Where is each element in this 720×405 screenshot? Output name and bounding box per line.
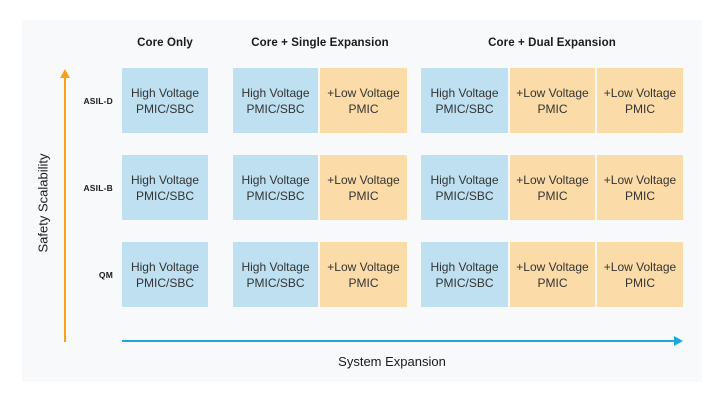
cell-text-line: +Low Voltage <box>603 259 677 274</box>
row-label-asil-d: ASIL-D <box>83 95 113 106</box>
cell-text-line: +Low Voltage <box>603 85 677 100</box>
cell-text-line: +Low Voltage <box>516 85 589 100</box>
cell-text-line: PMIC <box>537 188 568 203</box>
cell-text-line: PMIC/SBC <box>435 101 494 116</box>
cell-text-line: +Low Voltage <box>516 172 589 187</box>
cell-text-line: PMIC/SBC <box>135 188 194 203</box>
cell-text-line: High Voltage <box>241 259 310 274</box>
cell-text-line: High Voltage <box>130 85 200 100</box>
cell-text-line: PMIC/SBC <box>135 101 194 116</box>
up-arrow-icon <box>60 69 70 78</box>
cell-text-line: PMIC <box>625 101 655 116</box>
cell-text-line: PMIC <box>537 275 568 290</box>
cell-text-line: +Low Voltage <box>327 85 400 100</box>
cell-text-line: +Low Voltage <box>327 172 400 187</box>
cell-text-line: PMIC <box>537 101 568 116</box>
column-header-core-dual-expansion: Core + Dual Expansion <box>488 37 616 49</box>
cell-text-line: +Low Voltage <box>603 172 677 187</box>
column-header-core-only: Core Only <box>137 37 193 49</box>
cell-text-line: PMIC/SBC <box>435 275 494 290</box>
cell-text-line: PMIC <box>625 275 655 290</box>
row-label-qm: QM <box>98 269 113 280</box>
cell-text-line: PMIC <box>625 188 655 203</box>
right-arrow-icon <box>674 336 683 346</box>
x-axis-label: System Expansion <box>338 354 446 369</box>
cell-text-line: High Voltage <box>130 259 200 274</box>
cell-text-line: +Low Voltage <box>327 259 400 274</box>
cell-text-line: High Voltage <box>430 85 499 100</box>
cell-text-line: High Voltage <box>430 259 499 274</box>
cell-text-line: PMIC <box>348 101 379 116</box>
column-header-core-single-expansion: Core + Single Expansion <box>251 37 389 49</box>
cell-text-line: PMIC <box>348 275 379 290</box>
cell-text-line: PMIC/SBC <box>135 275 194 290</box>
safety-scalability-matrix: Core Only Core + Single Expansion Core +… <box>22 20 702 382</box>
cell-text-line: +Low Voltage <box>516 259 589 274</box>
cell-text-line: PMIC/SBC <box>246 275 305 290</box>
cell-text-line: PMIC/SBC <box>435 188 494 203</box>
y-axis-label: Safety Scalability <box>35 153 51 253</box>
cell-text-line: High Voltage <box>241 172 310 187</box>
cell-text-line: High Voltage <box>130 172 200 187</box>
cell-text-line: High Voltage <box>241 85 310 100</box>
cell-text-line: PMIC/SBC <box>246 101 305 116</box>
cell-text-line: PMIC <box>348 188 379 203</box>
cell-text-line: High Voltage <box>430 172 499 187</box>
cell-text-line: PMIC/SBC <box>246 188 305 203</box>
system-expansion-axis-line <box>122 340 675 342</box>
safety-scalability-axis-line <box>64 78 66 342</box>
row-label-asil-b: ASIL-B <box>83 182 113 193</box>
